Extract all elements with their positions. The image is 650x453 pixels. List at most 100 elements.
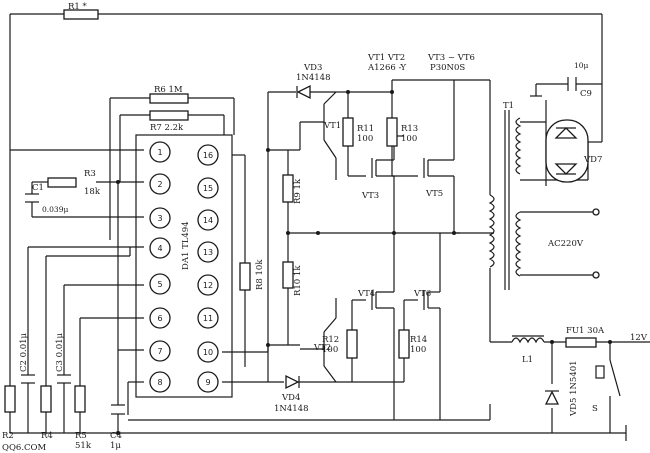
resistor-r9	[282, 174, 294, 203]
label-vd3: VD3	[303, 63, 322, 73]
resistor-r7	[149, 110, 189, 121]
label-vt1-vt2: VT1 VT2	[367, 53, 405, 63]
resistors	[4, 9, 597, 413]
pin-label: 12	[203, 281, 213, 290]
label-vt3: VT3	[361, 191, 379, 201]
label-r3-value: 18k	[84, 187, 101, 197]
resistor-r12	[346, 329, 358, 359]
pin-label: 10	[203, 348, 213, 357]
pin-label: 2	[157, 180, 162, 189]
label-r12-value: 100	[322, 345, 338, 355]
capacitors	[21, 77, 577, 415]
label-c3: C3 0.01μ	[55, 332, 65, 372]
inductor-l1	[511, 335, 545, 344]
resistor-r4	[40, 385, 52, 413]
label-r11-value: 100	[357, 134, 373, 144]
label-r2: R2	[2, 431, 14, 441]
pin-label: 5	[157, 280, 162, 289]
label-r6: R6 1M	[154, 85, 183, 95]
ic-right-pins: 16 15 14 13 12 11 10 9	[197, 144, 219, 393]
label-c2: C2 0.01μ	[19, 332, 29, 372]
label-r5-value: 51k	[75, 441, 92, 451]
ic-tl494: 1 2 3 4 5 6 7 8 16 15 14 13 12	[149, 141, 219, 393]
transformer-t1	[488, 110, 600, 290]
label-r12: R12	[322, 335, 339, 345]
resistor-r13	[386, 117, 398, 147]
resistor-r14	[398, 329, 410, 359]
pin-label: 9	[205, 378, 210, 387]
label-r13-value: 100	[401, 134, 417, 144]
label-vd7: VD7	[583, 155, 602, 165]
label-vt1-vt2-type: A1266 -Y	[367, 63, 406, 73]
capacitor-c3	[57, 374, 71, 384]
pin-label: 4	[157, 244, 162, 253]
label-vd4-type: 1N4148	[274, 404, 308, 414]
pin-label: 13	[203, 248, 213, 257]
resistor-r1	[63, 9, 99, 20]
resistor-r8	[239, 262, 251, 291]
pin-label: 7	[157, 347, 162, 356]
resistor-r11	[342, 117, 354, 147]
label-r14-value: 100	[410, 345, 426, 355]
diodes	[285, 84, 560, 405]
label-c9: C9	[580, 89, 592, 99]
fuse-fu1	[565, 337, 597, 348]
pin-label: 6	[157, 314, 162, 323]
label-12v: 12V	[630, 333, 648, 343]
label-r10: R10 1k	[293, 265, 303, 296]
label-c4-value: 1μ	[110, 441, 121, 451]
diode-vd3	[296, 84, 311, 100]
capacitor-c9	[567, 77, 577, 91]
label-r5: R5	[75, 431, 87, 441]
label-r4: R4	[41, 431, 53, 441]
label-r9: R9 1k	[293, 178, 303, 204]
label-vd4: VD4	[281, 393, 300, 403]
wires	[9, 13, 650, 434]
pin-label: 14	[203, 216, 213, 225]
diode-vd5	[544, 390, 560, 405]
label-c4: C4	[110, 431, 122, 441]
label-vt2: VT2	[313, 343, 331, 353]
ic-left-pins: 1 2 3 4 5 6 7 8	[149, 141, 171, 393]
label-r11: R11	[357, 124, 374, 134]
label-c9-value: 10μ	[574, 61, 589, 70]
diode-vd4	[285, 374, 300, 390]
resistor-r2	[4, 385, 16, 413]
label-ac220v: AC220V	[547, 239, 584, 249]
label-r13: R13	[401, 124, 418, 134]
junction-dots	[116, 90, 612, 435]
label-vt6: VT6	[413, 289, 431, 299]
pin-label: 1	[157, 148, 162, 157]
switch-s	[595, 359, 621, 397]
label-c1-value: 0.039μ	[42, 205, 68, 214]
label-vt1: VT1	[323, 121, 341, 131]
pin-label: 16	[203, 151, 213, 160]
pin-label: 15	[203, 184, 213, 193]
resistor-r3	[47, 177, 77, 188]
resistor-r6	[149, 93, 189, 104]
label-vt3-vt6-type: P30N0S	[430, 63, 465, 73]
label-vt5: VT5	[425, 189, 443, 199]
label-vd3-type: 1N4148	[296, 73, 330, 83]
transistor-vt2	[300, 332, 325, 366]
capacitor-c4	[111, 404, 125, 415]
label-r14: R14	[410, 335, 427, 345]
pin-label: 3	[157, 214, 162, 223]
pin-label: 11	[203, 314, 213, 323]
label-c1: C1	[32, 183, 44, 193]
resistor-r10	[282, 261, 294, 289]
label-switch-s: S	[592, 404, 598, 414]
label-r3: R3	[84, 169, 96, 179]
pin-label: 8	[157, 378, 162, 387]
resistor-r5	[74, 385, 86, 413]
label-l1: L1	[522, 355, 533, 365]
label-r1: R1 *	[68, 2, 88, 12]
label-vd5: VD5 1N5401	[569, 360, 579, 417]
label-r8: R8 10k	[255, 259, 265, 290]
transistor-vt1	[299, 104, 325, 150]
label-vt4: VT4	[357, 289, 375, 299]
ic-label: DA1 TL494	[181, 221, 191, 270]
label-r7: R7 2.2k	[150, 123, 184, 133]
